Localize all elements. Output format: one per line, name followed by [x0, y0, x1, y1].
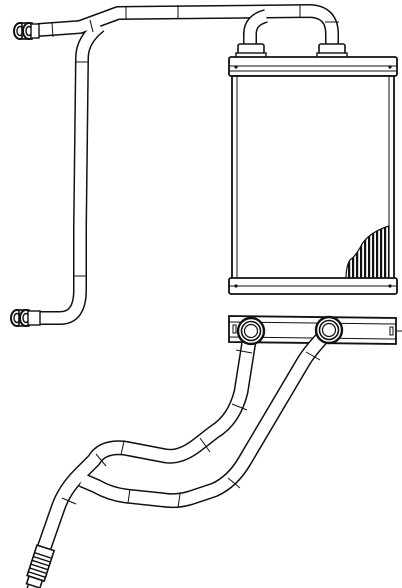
- heater-core: [228, 56, 398, 295]
- upper-hose-assembly: [10, 4, 348, 327]
- lower-hose-assembly: [25, 315, 344, 588]
- upper-hose-branch-body: [244, 10, 268, 35]
- lower-hose-outline: [36, 327, 333, 551]
- lower-hose-body: [38, 328, 332, 550]
- lower-hose-seams: [61, 349, 321, 509]
- upper-pipe-end-bottom: [10, 309, 41, 327]
- core-inlet-collar-left: [235, 43, 267, 59]
- lower-port-right: [314, 315, 344, 345]
- upper-pipe-end-top: [13, 22, 40, 40]
- upper-hose-seams: [51, 5, 339, 277]
- core-inlet-collar-right: [316, 43, 348, 59]
- core-fin-cutaway: [345, 225, 390, 280]
- lower-hose-threaded-end: [25, 544, 56, 588]
- lower-port-left: [236, 316, 266, 346]
